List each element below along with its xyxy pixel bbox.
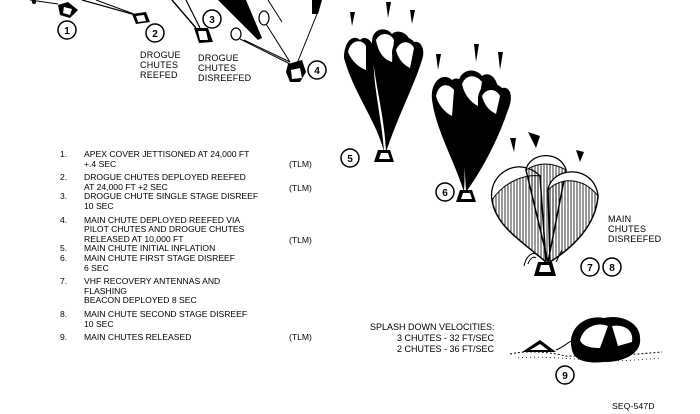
sequence-text-line: APEX COVER JETTISONED AT 24,000 FT (84, 149, 250, 159)
stage-7-8-main-disreefed (491, 132, 599, 276)
marker-9-number: 9 (562, 371, 568, 382)
sequence-text-line: 10 SEC (84, 200, 114, 211)
label-line: DROGUE (198, 53, 239, 63)
label-line: CHUTES (140, 60, 179, 70)
marker-9: 9 (555, 365, 575, 385)
marker-1: 1 (57, 20, 77, 40)
splashdown-title: SPLASH DOWN VELOCITIES: (370, 322, 495, 332)
label-line: CHUTES (198, 63, 237, 73)
marker-1-number: 1 (64, 26, 70, 37)
sequence-number: 8. (60, 308, 68, 319)
label-line: REEFED (140, 70, 178, 80)
sequence-item-1: 1. APEX COVER JETTISONED AT 24,000 FT +.… (60, 149, 330, 169)
sequence-text-line: MAIN CHUTE INITIAL INFLATION (84, 243, 216, 254)
stage-2-drogues-reefed (81, 0, 150, 24)
sequence-item-7: 7. VHF RECOVERY ANTENNAS AND FLASHING BE… (60, 276, 330, 306)
sequence-text-line: 10 SEC (84, 318, 114, 329)
marker-5-number: 5 (347, 154, 353, 165)
stage-3-drogues-disreefed (171, 0, 213, 43)
sequence-number: 2. (60, 172, 68, 183)
sequence-text-line: VHF RECOVERY ANTENNAS AND FLASHING (84, 276, 221, 296)
sequence-number: 9. (60, 332, 68, 343)
sequence-text-line: +.4 SEC (84, 158, 117, 169)
marker-3-number: 3 (209, 15, 215, 26)
marker-7-number: 7 (587, 263, 593, 274)
sequence-number: 1. (60, 149, 68, 159)
stage-5-main-initial-inflation (344, 2, 424, 162)
sequence-number: 7. (60, 276, 68, 287)
sequence-item-6: 6. MAIN CHUTE FIRST STAGE DISREEF 6 SEC (60, 252, 330, 273)
marker-8: 8 (602, 257, 622, 277)
label-drogue-chutes-disreefed: DROGUE CHUTES DISREEFED (198, 53, 251, 83)
sequence-text-line: DROGUE CHUTES DEPLOYED REEFED (84, 172, 246, 183)
tlm-tag: (TLM) (289, 234, 312, 245)
sequence-text-line: BEACON DEPLOYED 8 SEC (84, 295, 197, 306)
stage-9-splashdown (509, 316, 663, 363)
marker-4: 4 (307, 60, 327, 80)
sequence-text-line: MAIN CHUTE DEPLOYED REEFED VIA (84, 214, 241, 225)
sequence-item-5: 5. MAIN CHUTE INITIAL INFLATION (60, 244, 330, 254)
marker-7: 7 (580, 257, 600, 277)
stage-1-apex-cover-jettison (29, 0, 78, 18)
marker-4-number: 4 (314, 66, 320, 77)
label-line: DROGUE (140, 50, 181, 60)
tlm-tag: (TLM) (289, 183, 312, 194)
marker-2: 2 (145, 23, 165, 43)
sequence-text-line: PILOT CHUTES AND DROGUE CHUTES (84, 224, 245, 235)
label-line: DISREEFED (198, 73, 252, 83)
document-code: SEQ-547D (612, 401, 655, 411)
sequence-text-line: DROGUE CHUTE SINGLE STAGE DISREEF (84, 191, 259, 202)
marker-6: 6 (435, 182, 455, 202)
tlm-tag: (TLM) (289, 332, 312, 343)
sequence-text-line: MAIN CHUTE FIRST STAGE DISREEF (84, 252, 236, 263)
splashdown-row: 2 CHUTES - 36 FT/SEC (397, 344, 495, 354)
marker-6-number: 6 (442, 188, 448, 199)
label-line: DISREEFED (608, 234, 662, 244)
sequence-list: 1. APEX COVER JETTISONED AT 24,000 FT +.… (60, 149, 330, 343)
sequence-number: 6. (60, 252, 68, 263)
stage-4-pilot-chutes (218, 0, 322, 82)
stage-6-main-first-disreef (431, 44, 511, 202)
label-line: MAIN (608, 214, 632, 224)
label-line: CHUTES (608, 224, 647, 234)
sequence-item-2: 2. DROGUE CHUTES DEPLOYED REEFED AT 24,0… (60, 172, 330, 194)
sequence-number: 3. (60, 191, 68, 202)
sequence-text-line: RELEASED AT 10,000 FT (84, 233, 184, 244)
sequence-item-4: 4. MAIN CHUTE DEPLOYED REEFED VIA PILOT … (60, 214, 330, 245)
marker-3: 3 (202, 9, 222, 29)
sequence-text-line: MAIN CHUTES RELEASED (84, 332, 192, 343)
sequence-item-3: 3. DROGUE CHUTE SINGLE STAGE DISREEF 10 … (60, 192, 330, 211)
marker-8-number: 8 (609, 263, 615, 274)
sequence-number: 4. (60, 214, 68, 225)
sequence-text-line: 6 SEC (84, 262, 109, 273)
splashdown-velocities: SPLASH DOWN VELOCITIES: 3 CHUTES - 32 FT… (370, 322, 495, 355)
sequence-text-line: AT 24,000 FT +2 SEC (84, 181, 168, 192)
sequence-text-line: MAIN CHUTE SECOND STAGE DISREEF (84, 308, 248, 319)
sequence-number: 5. (60, 243, 68, 254)
marker-2-number: 2 (152, 29, 158, 40)
label-drogue-chutes-reefed: DROGUE CHUTES REEFED (140, 50, 181, 80)
sequence-item-8: 8. MAIN CHUTE SECOND STAGE DISREEF 10 SE… (60, 308, 330, 329)
label-main-chutes-disreefed: MAIN CHUTES DISREEFED (608, 214, 661, 244)
tlm-tag: (TLM) (289, 159, 312, 169)
sequence-item-9: 9. MAIN CHUTES RELEASED (TLM) (60, 332, 330, 343)
splashdown-row: 3 CHUTES - 32 FT/SEC (397, 333, 495, 343)
marker-5: 5 (340, 148, 360, 168)
